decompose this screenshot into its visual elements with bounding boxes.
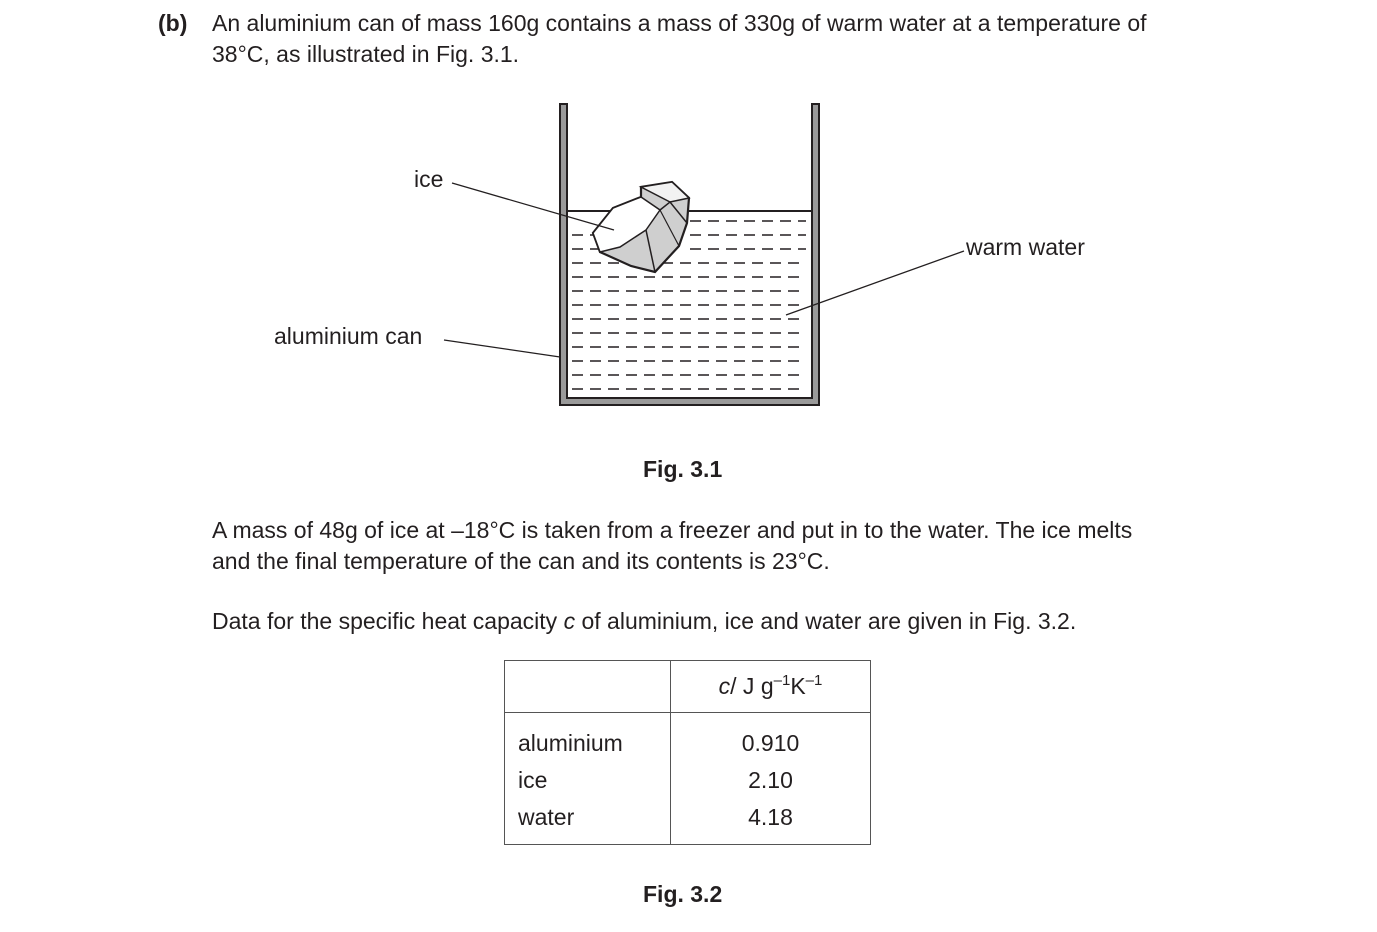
unit-text: / J g — [730, 673, 774, 699]
paragraph-2-line-1: A mass of 48g of ice at –18°C is taken f… — [212, 517, 1133, 543]
fig-3-2-caption: Fig. 3.2 — [643, 881, 723, 907]
value-column: 0.910 2.10 4.18 — [670, 712, 871, 845]
question-line-1: An aluminium can of mass 160g contains a… — [212, 10, 1147, 36]
table-cell-value: 0.910 — [741, 730, 800, 756]
table-header-row: c/ J g–1K–1 — [504, 660, 871, 713]
heat-capacity-table: c/ J g–1K–1 aluminium ice water 0.910 2.… — [504, 660, 871, 845]
table-cell-value: 2.10 — [748, 767, 793, 793]
table-cell-material: water — [518, 804, 575, 830]
table-header-blank — [504, 660, 671, 713]
aluminium-can — [559, 103, 820, 406]
table-cell-material: aluminium — [518, 730, 623, 756]
part-label: (b) — [158, 10, 188, 36]
table-body-row: aluminium ice water 0.910 2.10 4.18 — [504, 712, 871, 845]
question-line-2: 38°C, as illustrated in Fig. 3.1. — [212, 41, 520, 67]
shc-symbol: c — [563, 608, 576, 634]
paragraph-3-rest: of aluminium, ice and water are given in… — [581, 608, 1077, 634]
table-cell-material: ice — [518, 767, 548, 793]
can-label: aluminium can — [274, 323, 423, 349]
can-leader — [443, 339, 561, 358]
paragraph-2-line-2: and the final temperature of the can and… — [212, 548, 830, 574]
paragraph-3-start: Data for the specific heat capacity — [212, 608, 558, 634]
question-text: An aluminium can of mass 160g contains a… — [212, 8, 1312, 70]
ice-cube — [591, 180, 691, 274]
table-header-unit: c/ J g–1K–1 — [670, 660, 871, 713]
unit-exp-2: –1 — [805, 672, 823, 689]
unit-k: K — [790, 673, 806, 699]
paragraph-3: Data for the specific heat capacity c of… — [212, 606, 1312, 637]
water-leader — [785, 250, 965, 316]
ice-label: ice — [414, 166, 444, 192]
fig-3-1-caption: Fig. 3.1 — [643, 456, 723, 482]
water-label: warm water — [966, 234, 1085, 260]
unit-symbol: c — [718, 673, 731, 699]
material-column: aluminium ice water — [504, 712, 671, 845]
unit-exp-1: –1 — [773, 672, 791, 689]
table-cell-value: 4.18 — [748, 804, 793, 830]
ice-leader — [451, 182, 615, 231]
paragraph-2: A mass of 48g of ice at –18°C is taken f… — [212, 515, 1312, 577]
